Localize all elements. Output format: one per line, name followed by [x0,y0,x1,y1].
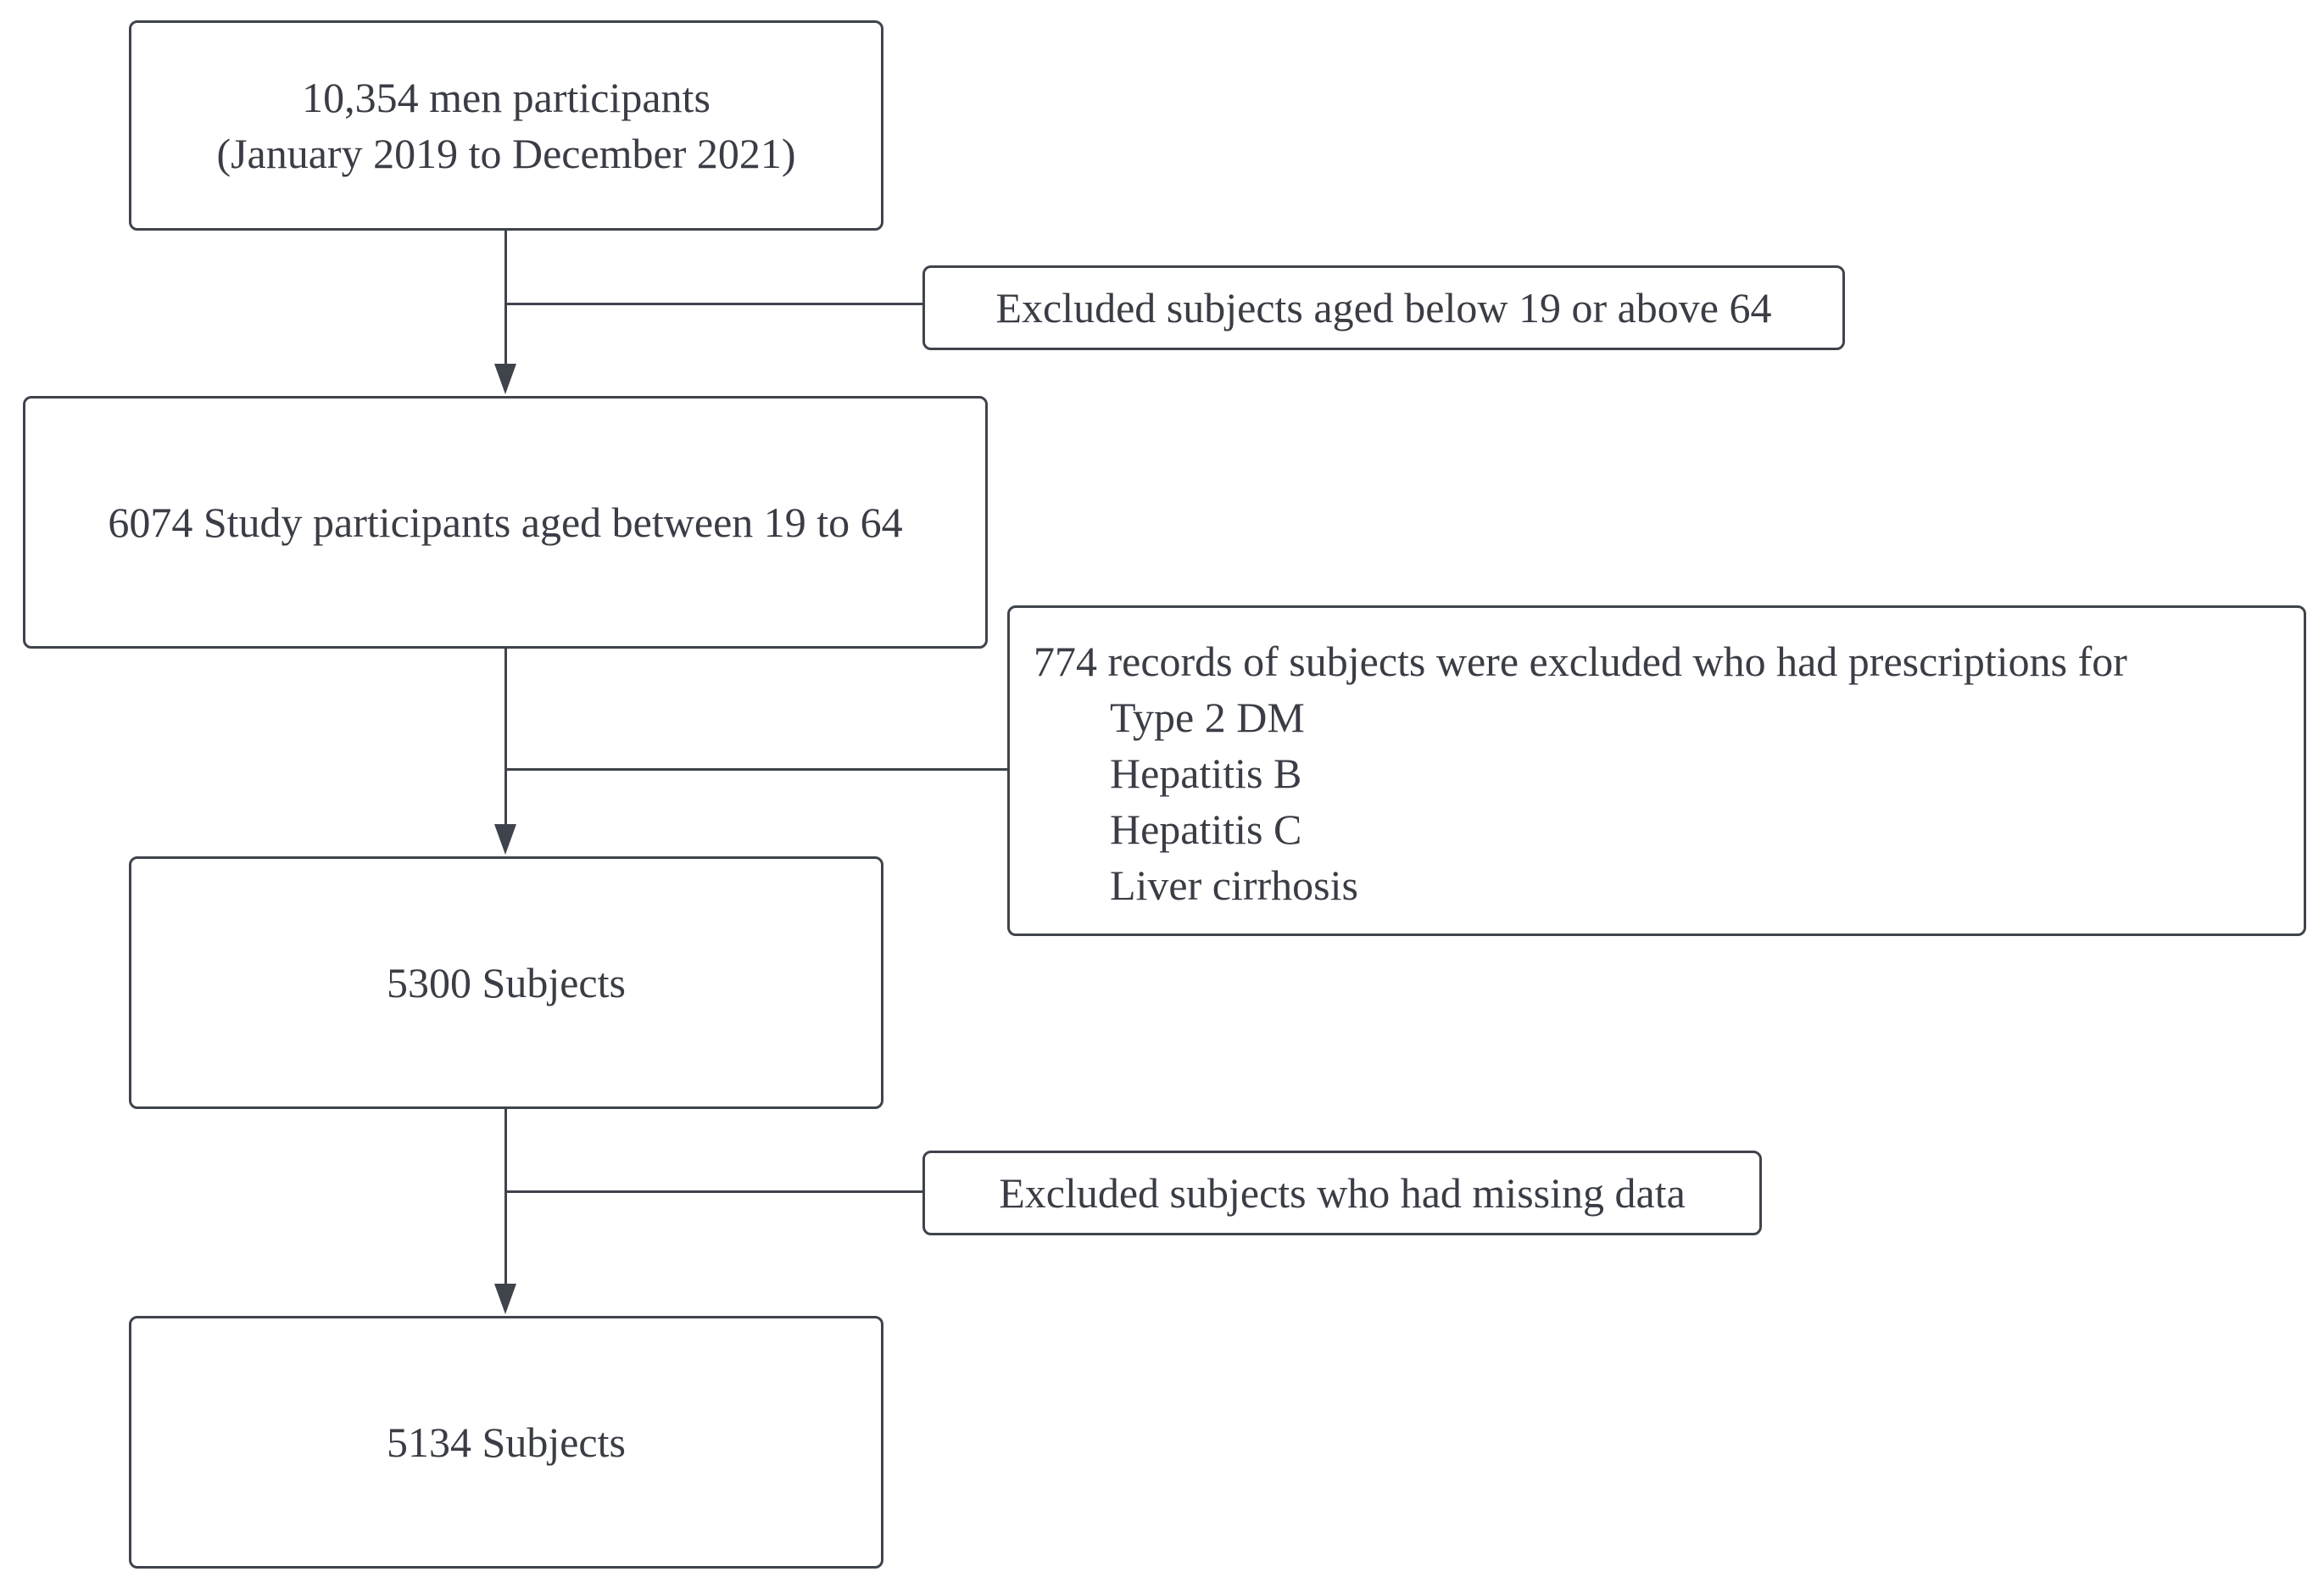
connector-main-3 [504,1107,507,1285]
connector-branch-1 [504,303,924,305]
exclusion-item-liver-cirrhosis: Liver cirrhosis [1110,861,1358,909]
arrowhead-3 [494,1284,516,1314]
connector-branch-3 [504,1190,924,1193]
exclusion-item-hepatitis-c: Hepatitis C [1110,805,1302,853]
exclusion-age-box: Excluded subjects aged below 19 or above… [922,265,1845,350]
participants-text: 10,354 men participants (January 2019 to… [216,70,795,181]
exclusion-prescriptions-box: 774 records of subjects were excluded wh… [1007,605,2306,936]
connector-main-1 [504,230,507,367]
study-participants-box: 6074 Study participants aged between 19 … [23,396,988,649]
subjects-5300-label: 5300 Subjects [387,959,626,1006]
subjects-5300-box: 5300 Subjects [129,856,883,1109]
exclusion-missing-data-label: Excluded subjects who had missing data [999,1169,1686,1217]
subjects-5134-label: 5134 Subjects [387,1418,626,1466]
participants-period: (January 2019 to December 2021) [216,130,796,177]
participants-box: 10,354 men participants (January 2019 to… [129,20,883,231]
arrowhead-2 [494,824,516,855]
connector-branch-2 [504,768,1009,771]
study-participants-label: 6074 Study participants aged between 19 … [108,499,903,546]
exclusion-item-type2dm: Type 2 DM [1110,694,1305,741]
exclusion-age-label: Excluded subjects aged below 19 or above… [995,284,1772,332]
exclusion-missing-data-box: Excluded subjects who had missing data [922,1151,1762,1235]
arrowhead-1 [494,364,516,394]
exclusion-prescriptions-heading: 774 records of subjects were excluded wh… [1034,638,2127,685]
participants-count: 10,354 men participants [302,74,711,121]
exclusion-prescriptions-list: Type 2 DM Hepatitis B Hepatitis C Liver … [1034,689,2127,913]
subjects-5134-box: 5134 Subjects [129,1316,883,1569]
connector-main-2 [504,648,507,826]
exclusion-item-hepatitis-b: Hepatitis B [1110,750,1302,797]
